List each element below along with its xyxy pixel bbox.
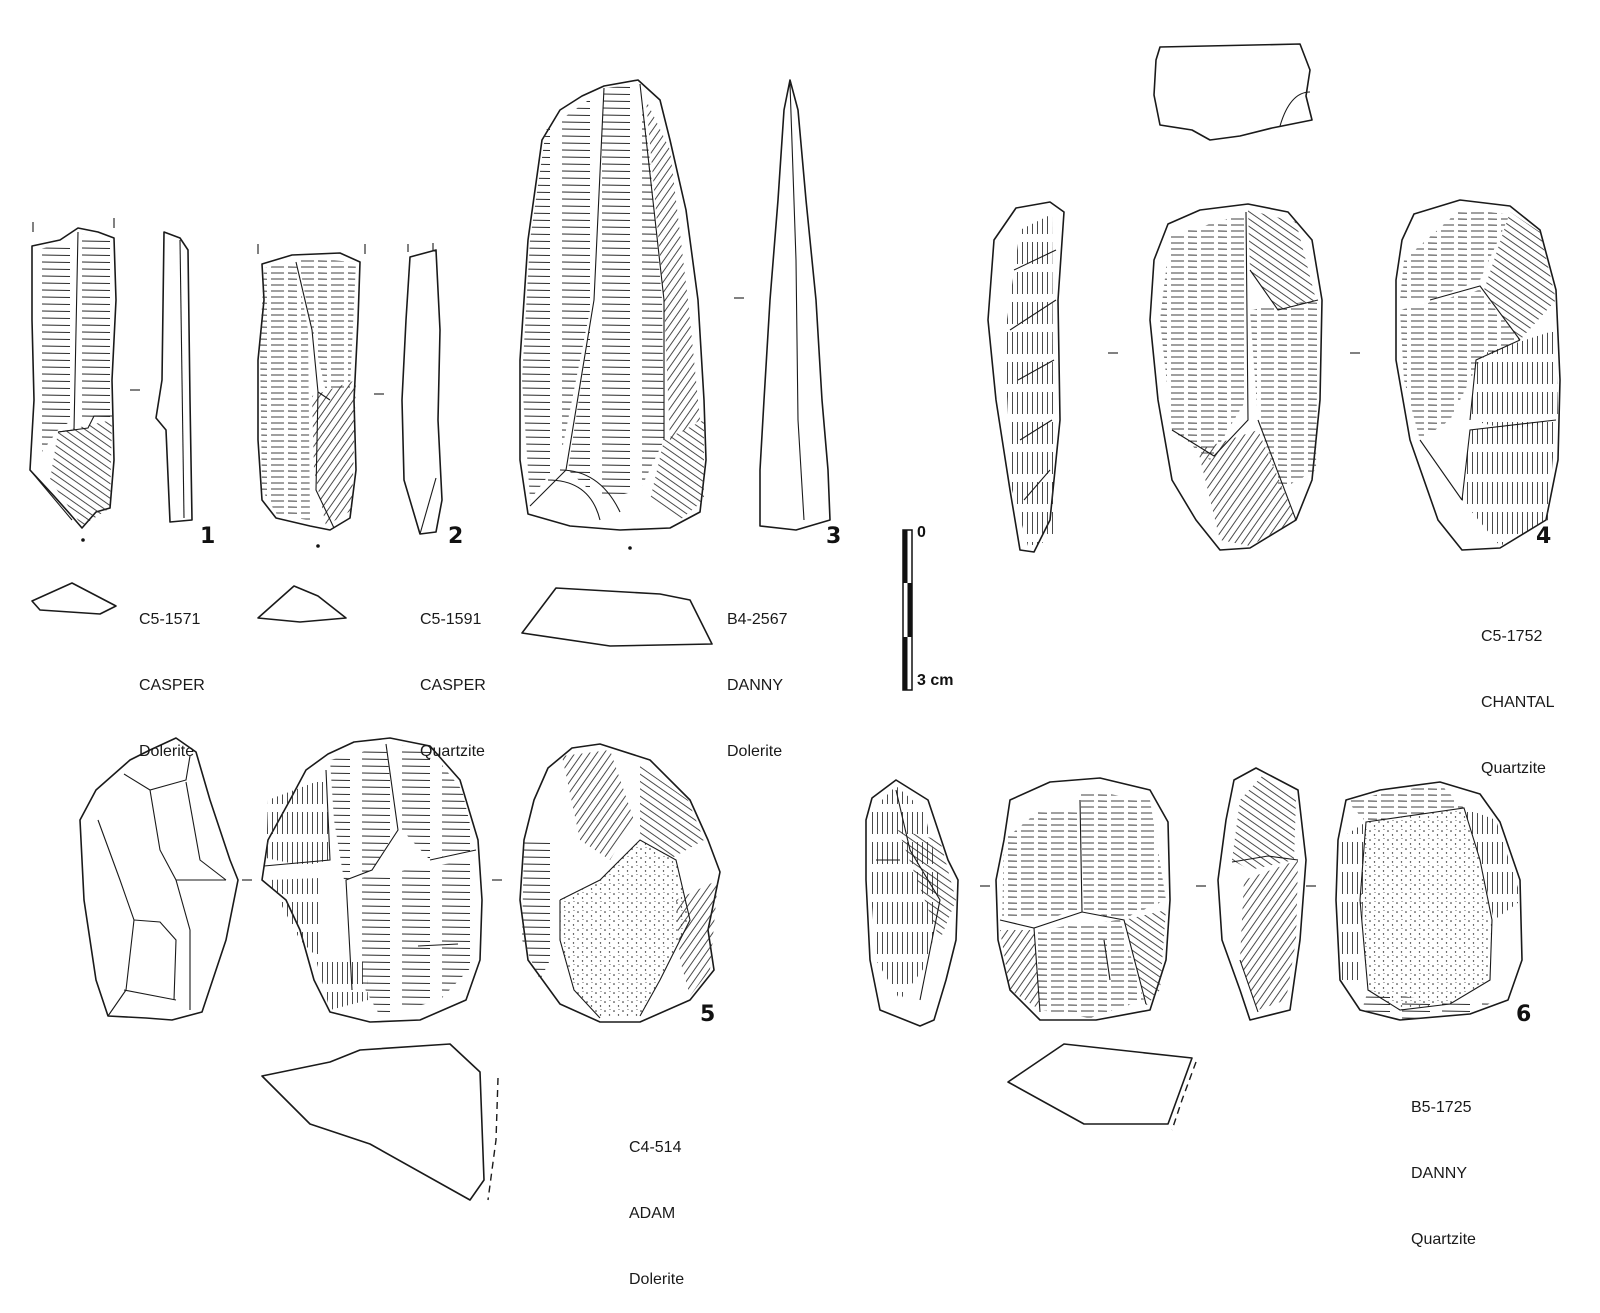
- artifact-caption-6: B5-1725 DANNY Quartzite: [1411, 1053, 1476, 1273]
- artifact-1-id: C5-1571: [139, 611, 201, 628]
- artifact-caption-2: C5-1591 CASPER Quartzite: [420, 565, 486, 785]
- artifact-4-context: CHANTAL: [1481, 694, 1555, 711]
- artifact-5-section: [261, 1043, 499, 1201]
- artifact-number-5: 5: [700, 1002, 716, 1027]
- artifact-3-drawing: [519, 79, 831, 647]
- artifact-drawings: [29, 43, 1561, 1201]
- scale-bar: [902, 529, 913, 691]
- artifact-6-section: [1007, 1043, 1197, 1131]
- artifact-2-id: C5-1591: [420, 611, 482, 628]
- artifact-number-4: 4: [1536, 524, 1552, 549]
- artifact-4-material: Quartzite: [1481, 760, 1546, 777]
- artifact-4-id: C5-1752: [1481, 628, 1543, 645]
- artifact-caption-3: B4-2567 DANNY Dolerite: [727, 565, 788, 785]
- artifact-caption-1: C5-1571 CASPER Dolerite: [139, 565, 205, 785]
- scale-bar-top-label: 0: [917, 524, 926, 541]
- artifact-number-3: 3: [826, 524, 842, 549]
- artifact-number-6: 6: [1516, 1002, 1532, 1027]
- artifact-6-context: DANNY: [1411, 1165, 1468, 1182]
- artifact-5-id: C4-514: [629, 1139, 682, 1156]
- artifact-1-material: Dolerite: [139, 743, 195, 760]
- artifact-number-2: 2: [448, 524, 464, 549]
- artifact-1-context: CASPER: [139, 677, 205, 694]
- artifact-2-context: CASPER: [420, 677, 486, 694]
- artifact-5-drawing: [79, 737, 721, 1023]
- artifact-3-id: B4-2567: [727, 611, 788, 628]
- artifact-caption-5: C4-514 ADAM Dolerite: [629, 1093, 684, 1313]
- artifact-5-context: ADAM: [629, 1205, 676, 1222]
- artifact-number-1: 1: [200, 524, 216, 549]
- artifact-5-material: Dolerite: [629, 1271, 685, 1288]
- artifact-3-material: Dolerite: [727, 743, 783, 760]
- artifact-3-context: DANNY: [727, 677, 784, 694]
- artifact-4-drawing: [987, 43, 1561, 553]
- artifact-2-material: Quartzite: [420, 743, 485, 760]
- artifact-1-drawing: [29, 218, 193, 615]
- scale-bar-bottom-label: 3 cm: [917, 672, 954, 689]
- artifact-6-drawing: [865, 767, 1523, 1027]
- artifact-6-material: Quartzite: [1411, 1231, 1476, 1248]
- artifact-caption-4: C5-1752 CHANTAL Quartzite: [1481, 582, 1555, 802]
- artifact-6-id: B5-1725: [1411, 1099, 1472, 1116]
- artifact-2-drawing: [257, 243, 443, 623]
